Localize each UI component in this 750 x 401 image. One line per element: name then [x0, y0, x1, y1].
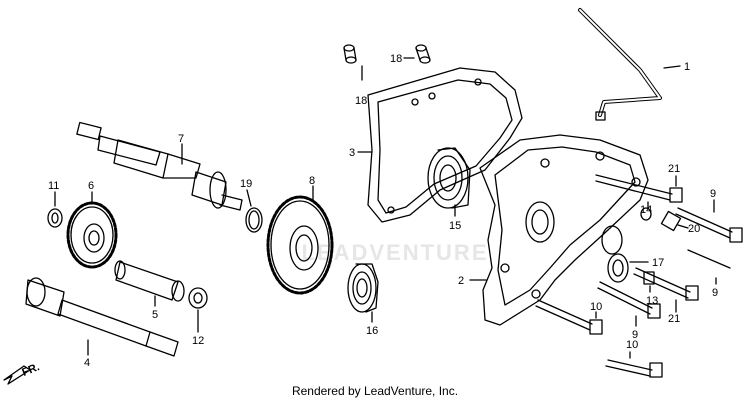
callout-9[interactable]: 9: [712, 287, 718, 299]
part-12-washer[interactable]: [188, 287, 208, 333]
part-7-main-shaft[interactable]: [76, 121, 243, 211]
callout-8[interactable]: 8: [309, 175, 315, 187]
part-6-gear[interactable]: [66, 191, 118, 269]
callout-9[interactable]: 9: [710, 188, 716, 200]
callout-17[interactable]: 17: [652, 257, 664, 269]
part-5-shaft[interactable]: [114, 260, 185, 307]
part-4-countershaft[interactable]: [25, 277, 179, 357]
part-1-tube[interactable]: [578, 8, 681, 121]
part-2-cover[interactable]: [469, 134, 649, 326]
callout-6[interactable]: 6: [88, 180, 94, 192]
callout-9[interactable]: 9: [632, 329, 638, 341]
callout-4[interactable]: 4: [84, 357, 90, 369]
part-8-gear[interactable]: [266, 185, 334, 295]
part-16-bearing[interactable]: [347, 263, 379, 323]
callout-21[interactable]: 21: [668, 313, 680, 325]
callout-13[interactable]: 13: [646, 295, 658, 307]
callout-21[interactable]: 21: [668, 163, 680, 175]
callout-3[interactable]: 3: [349, 147, 355, 159]
part-17-oil-seal[interactable]: [607, 253, 649, 283]
front-direction-arrow: [3, 365, 31, 385]
callout-5[interactable]: 5: [152, 309, 158, 321]
part-15-bearing[interactable]: [427, 147, 471, 217]
part-20-bolt[interactable]: [660, 210, 689, 232]
callout-1[interactable]: 1: [684, 61, 690, 73]
part-18-dowel-pins[interactable]: [343, 44, 431, 81]
callout-10[interactable]: 10: [626, 339, 638, 351]
part-14-washer[interactable]: [640, 201, 652, 221]
callout-14[interactable]: 14: [640, 204, 652, 216]
part-11-washer[interactable]: [47, 191, 63, 228]
callout-15[interactable]: 15: [449, 220, 461, 232]
callout-18[interactable]: 18: [390, 53, 402, 65]
callout-11[interactable]: 11: [48, 180, 59, 192]
callout-20[interactable]: 20: [688, 223, 700, 235]
part-19-snap-ring[interactable]: [245, 189, 263, 233]
callout-16[interactable]: 16: [366, 325, 378, 337]
callout-2[interactable]: 2: [458, 275, 464, 287]
part-21-bolts[interactable]: [595, 174, 699, 313]
credit-line: Rendered by LeadVenture, Inc.: [291, 384, 459, 398]
callout-12[interactable]: 12: [192, 335, 204, 347]
part-3-gasket[interactable]: [357, 67, 523, 223]
callout-19[interactable]: 19: [240, 178, 252, 190]
part-9-bolts[interactable]: [597, 199, 743, 327]
callout-10[interactable]: 10: [590, 301, 602, 313]
callout-18[interactable]: 18: [355, 95, 367, 107]
callout-7[interactable]: 7: [178, 133, 184, 145]
part-10-bolts[interactable]: [535, 299, 663, 378]
